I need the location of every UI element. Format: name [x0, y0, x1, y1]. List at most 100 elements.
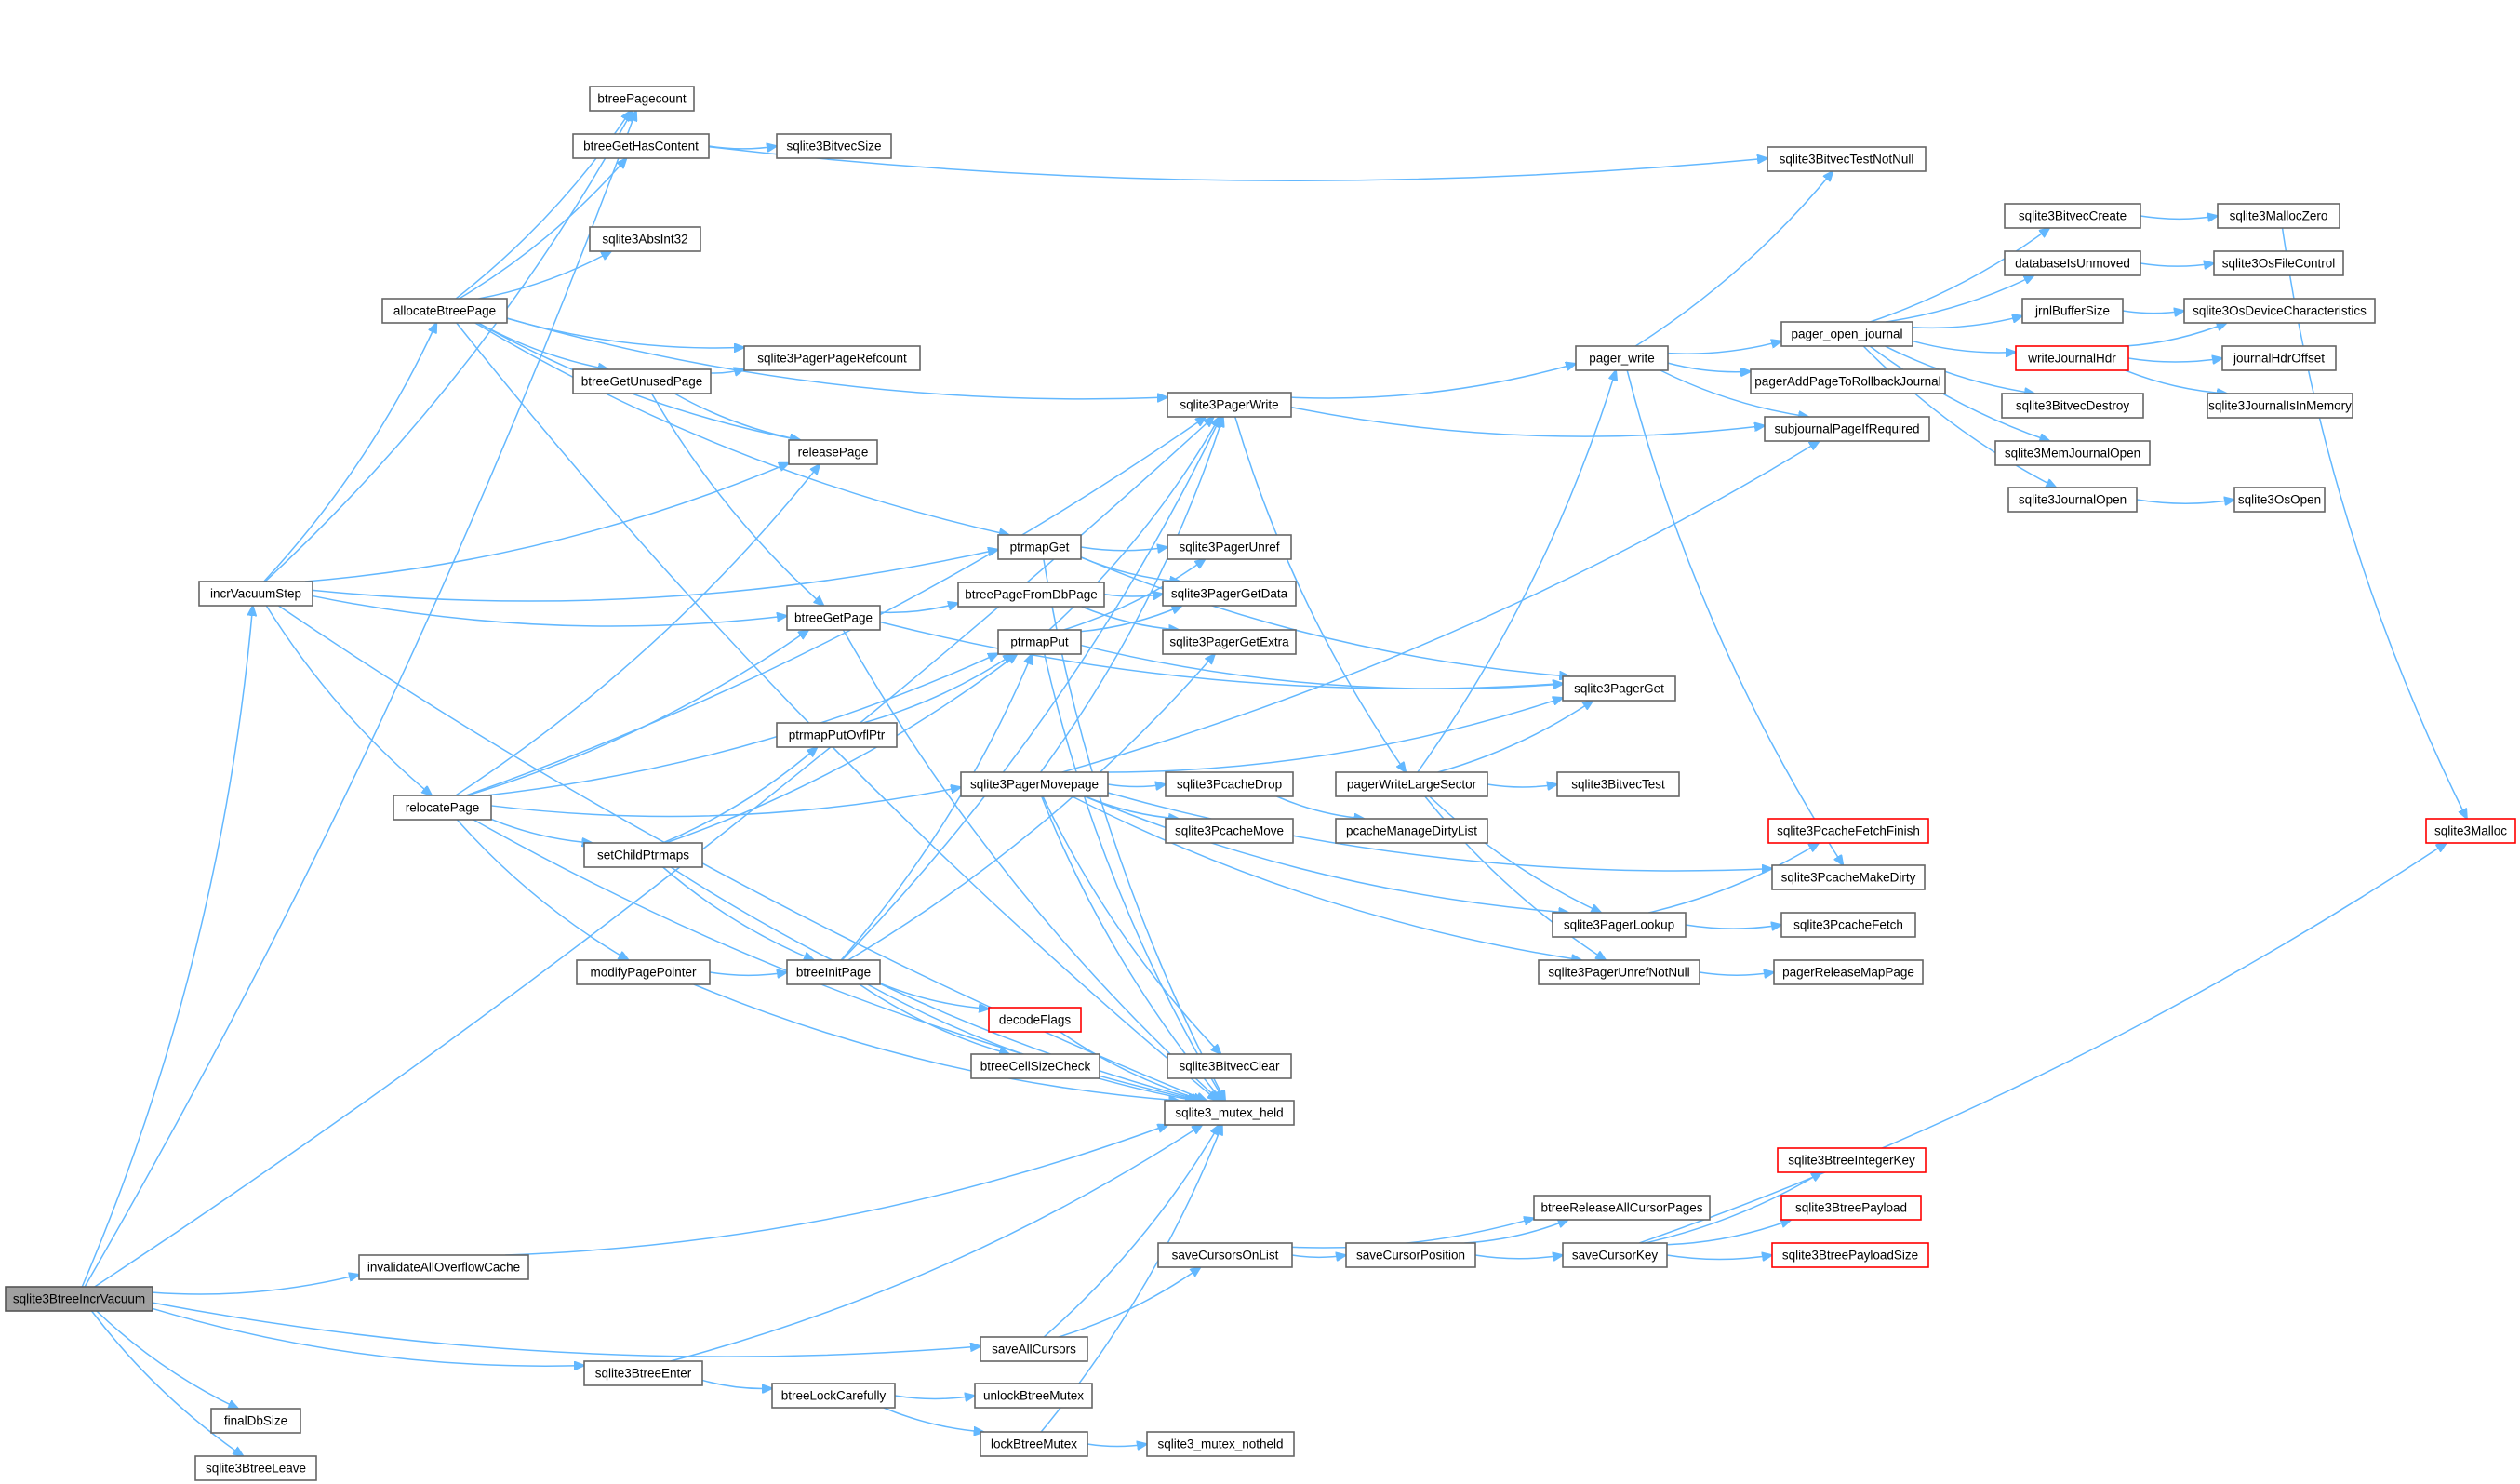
node-btreeGetUnusedPage[interactable]: btreeGetUnusedPage	[572, 368, 712, 394]
node-pager_write[interactable]: pager_write	[1575, 345, 1669, 371]
node-btreeLockCarefully[interactable]: btreeLockCarefully	[771, 1383, 896, 1409]
node-sqlite3PcacheFetch[interactable]: sqlite3PcacheFetch	[1780, 912, 1916, 938]
node-sqlite3PcacheMove[interactable]: sqlite3PcacheMove	[1165, 818, 1294, 844]
node-finalDbSize[interactable]: finalDbSize	[210, 1408, 301, 1434]
node-box-saveCursorPosition	[1345, 1242, 1476, 1268]
node-sqlite3BitvecTestNotNull[interactable]: sqlite3BitvecTestNotNull	[1767, 146, 1927, 172]
node-lockBtreeMutex[interactable]: lockBtreeMutex	[980, 1431, 1088, 1457]
node-allocateBtreePage[interactable]: allocateBtreePage	[381, 298, 508, 324]
node-releasePage[interactable]: releasePage	[788, 439, 878, 465]
node-sqlite3PagerMovepage[interactable]: sqlite3PagerMovepage	[960, 771, 1109, 797]
node-saveCursorsOnList[interactable]: saveCursorsOnList	[1157, 1242, 1293, 1268]
node-btreeGetHasContent[interactable]: btreeGetHasContent	[572, 133, 710, 159]
node-sqlite3BitvecDestroy[interactable]: sqlite3BitvecDestroy	[2001, 393, 2144, 419]
edge-ptrmapGet-to-sqlite3PagerGetData	[1080, 556, 1180, 582]
node-sqlite3OsFileControl[interactable]: sqlite3OsFileControl	[2213, 250, 2344, 276]
node-pagerReleaseMapPage[interactable]: pagerReleaseMapPage	[1773, 959, 1924, 985]
edge-sqlite3BtreeIncrVacuum-to-btreePagecount	[84, 111, 636, 1288]
node-sqlite3JournalOpen[interactable]: sqlite3JournalOpen	[2007, 487, 2138, 513]
node-sqlite3PagerLookup[interactable]: sqlite3PagerLookup	[1552, 912, 1687, 938]
node-sqlite3PagerGetData[interactable]: sqlite3PagerGetData	[1162, 581, 1297, 607]
edge-incrVacuumStep-to-btreeGetPage	[312, 595, 787, 627]
edge-relocatePage-to-ptrmapPut	[486, 653, 998, 796]
node-decodeFlags[interactable]: decodeFlags	[988, 1007, 1082, 1033]
node-box-allocateBtreePage	[381, 298, 508, 324]
node-sqlite3BitvecSize[interactable]: sqlite3BitvecSize	[776, 133, 892, 159]
node-relocatePage[interactable]: relocatePage	[393, 795, 492, 821]
node-label-unlockBtreeMutex: unlockBtreeMutex	[983, 1389, 1084, 1403]
edge-setChildPtrmaps-to-btreeInitPage	[662, 866, 814, 960]
node-sqlite3OsOpen[interactable]: sqlite3OsOpen	[2233, 487, 2326, 513]
node-databaseIsUnmoved[interactable]: databaseIsUnmoved	[2004, 250, 2141, 276]
node-jrnlBufferSize[interactable]: jrnlBufferSize	[2021, 298, 2124, 324]
node-ptrmapPutOvflPtr[interactable]: ptrmapPutOvflPtr	[776, 722, 898, 748]
node-sqlite3PagerGetExtra[interactable]: sqlite3PagerGetExtra	[1162, 629, 1297, 655]
node-btreeInitPage[interactable]: btreeInitPage	[786, 959, 881, 985]
node-setChildPtrmaps[interactable]: setChildPtrmaps	[583, 842, 703, 868]
edge-sqlite3PagerMovepage-to-sqlite3PcacheMakeDirty	[1107, 792, 1772, 871]
node-sqlite3AbsInt32[interactable]: sqlite3AbsInt32	[589, 226, 701, 252]
node-sqlite3PcacheFetchFinish[interactable]: sqlite3PcacheFetchFinish	[1767, 818, 1929, 844]
node-box-setChildPtrmaps	[583, 842, 703, 868]
node-incrVacuumStep[interactable]: incrVacuumStep	[198, 581, 313, 607]
node-pagerWriteLargeSector[interactable]: pagerWriteLargeSector	[1335, 771, 1488, 797]
node-saveCursorKey[interactable]: saveCursorKey	[1562, 1242, 1668, 1268]
node-sqlite3BitvecTest[interactable]: sqlite3BitvecTest	[1556, 771, 1680, 797]
node-btreeReleaseAllCursorPages[interactable]: btreeReleaseAllCursorPages	[1533, 1195, 1711, 1221]
node-label-sqlite3BtreeEnter: sqlite3BtreeEnter	[595, 1367, 692, 1381]
node-sqlite3MallocZero[interactable]: sqlite3MallocZero	[2217, 203, 2340, 229]
edge-sqlite3PagerMovepage-to-sqlite3PcacheDrop	[1107, 784, 1166, 786]
node-label-sqlite3OsFileControl: sqlite3OsFileControl	[2222, 257, 2336, 271]
node-writeJournalHdr[interactable]: writeJournalHdr	[2015, 345, 2129, 371]
node-label-sqlite3BitvecSize: sqlite3BitvecSize	[786, 140, 881, 154]
edge-pagerWriteLargeSector-to-sqlite3PagerGet	[1437, 701, 1593, 773]
node-sqlite3PcacheMakeDirty[interactable]: sqlite3PcacheMakeDirty	[1771, 864, 1926, 890]
edge-ptrmapPutOvflPtr-to-ptrmapPut	[862, 654, 1013, 724]
node-pagerAddPageToRollbackJournal[interactable]: pagerAddPageToRollbackJournal	[1750, 368, 1946, 394]
node-box-sqlite3PcacheFetch	[1780, 912, 1916, 938]
node-sqlite3BtreeLeave[interactable]: sqlite3BtreeLeave	[194, 1455, 317, 1481]
node-sqlite3PcacheDrop[interactable]: sqlite3PcacheDrop	[1165, 771, 1294, 797]
node-sqlite3PagerGet[interactable]: sqlite3PagerGet	[1562, 675, 1676, 702]
node-sqlite3PagerPageRefcount[interactable]: sqlite3PagerPageRefcount	[743, 345, 921, 371]
node-sqlite3BitvecClear[interactable]: sqlite3BitvecClear	[1167, 1053, 1292, 1079]
node-sqlite3_mutex_notheld[interactable]: sqlite3_mutex_notheld	[1146, 1431, 1295, 1457]
edge-btreeInitPage-to-btreeCellSizeCheck	[859, 983, 1009, 1054]
node-box-sqlite3PagerGetData	[1162, 581, 1297, 607]
node-btreePagecount[interactable]: btreePagecount	[589, 86, 695, 112]
edge-sqlite3BtreeIncrVacuum-to-finalDbSize	[96, 1310, 238, 1409]
node-sqlite3PagerUnref[interactable]: sqlite3PagerUnref	[1167, 534, 1292, 560]
node-modifyPagePointer[interactable]: modifyPagePointer	[576, 959, 711, 985]
node-box-sqlite3BtreePayloadSize	[1771, 1242, 1929, 1268]
node-saveCursorPosition[interactable]: saveCursorPosition	[1345, 1242, 1476, 1268]
node-pager_open_journal[interactable]: pager_open_journal	[1780, 321, 1913, 347]
node-ptrmapPut[interactable]: ptrmapPut	[997, 629, 1082, 655]
node-sqlite3BtreePayloadSize[interactable]: sqlite3BtreePayloadSize	[1771, 1242, 1929, 1268]
node-sqlite3BtreePayload[interactable]: sqlite3BtreePayload	[1780, 1195, 1922, 1221]
node-journalHdrOffset[interactable]: journalHdrOffset	[2221, 345, 2337, 371]
node-unlockBtreeMutex[interactable]: unlockBtreeMutex	[974, 1383, 1093, 1409]
node-sqlite3_mutex_held[interactable]: sqlite3_mutex_held	[1164, 1100, 1295, 1126]
node-sqlite3BtreeIncrVacuum[interactable]: sqlite3BtreeIncrVacuum	[5, 1286, 153, 1312]
node-sqlite3OsDeviceCharacteristics[interactable]: sqlite3OsDeviceCharacteristics	[2183, 298, 2376, 324]
node-ptrmapGet[interactable]: ptrmapGet	[997, 534, 1082, 560]
node-sqlite3BtreeIntegerKey[interactable]: sqlite3BtreeIntegerKey	[1777, 1147, 1927, 1173]
node-sqlite3PagerWrite[interactable]: sqlite3PagerWrite	[1167, 392, 1292, 418]
node-label-lockBtreeMutex: lockBtreeMutex	[991, 1437, 1077, 1451]
node-subjournalPageIfRequired[interactable]: subjournalPageIfRequired	[1764, 416, 1930, 442]
node-label-btreeCellSizeCheck: btreeCellSizeCheck	[980, 1060, 1091, 1074]
edge-btreeGetUnusedPage-to-sqlite3PagerPageRefcount	[710, 369, 744, 373]
node-sqlite3Malloc[interactable]: sqlite3Malloc	[2425, 818, 2516, 844]
node-sqlite3JournalIsInMemory[interactable]: sqlite3JournalIsInMemory	[2207, 393, 2353, 419]
node-saveAllCursors[interactable]: saveAllCursors	[980, 1336, 1088, 1362]
node-sqlite3BitvecCreate[interactable]: sqlite3BitvecCreate	[2004, 203, 2141, 229]
node-invalidateAllOverflowCache[interactable]: invalidateAllOverflowCache	[358, 1254, 529, 1280]
node-btreePageFromDbPage[interactable]: btreePageFromDbPage	[957, 582, 1105, 608]
node-btreeGetPage[interactable]: btreeGetPage	[786, 605, 881, 631]
node-sqlite3PagerUnrefNotNull[interactable]: sqlite3PagerUnrefNotNull	[1538, 959, 1700, 985]
edge-relocatePage-to-btreeGetPage	[467, 630, 808, 796]
node-sqlite3MemJournalOpen[interactable]: sqlite3MemJournalOpen	[1994, 440, 2151, 466]
node-sqlite3BtreeEnter[interactable]: sqlite3BtreeEnter	[583, 1360, 703, 1386]
node-pcacheManageDirtyList[interactable]: pcacheManageDirtyList	[1335, 818, 1488, 844]
node-btreeCellSizeCheck[interactable]: btreeCellSizeCheck	[970, 1053, 1100, 1079]
